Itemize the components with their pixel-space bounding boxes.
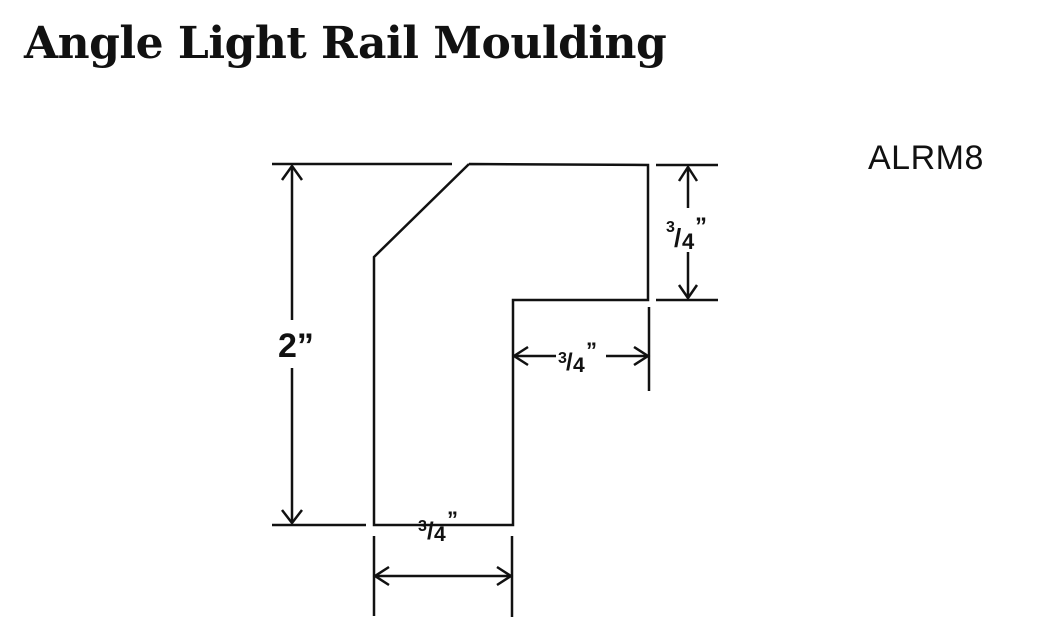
arrow-down-icon <box>677 284 699 301</box>
top-flange-height-label: 3 / 4 ” <box>666 213 707 254</box>
page-title: Angle Light Rail Moulding <box>24 18 667 69</box>
svg-text:3: 3 <box>666 219 675 236</box>
svg-text:/: / <box>427 518 434 545</box>
moulding-profile-outline <box>372 162 650 527</box>
overall-height-label: 2” <box>278 327 314 365</box>
arrow-left-icon <box>372 565 390 587</box>
svg-text:”: ” <box>447 507 458 532</box>
arrow-right-icon <box>496 565 514 587</box>
svg-text:/: / <box>674 223 681 253</box>
arrow-up-icon <box>280 163 304 181</box>
flange-depth-label: 3 / 4 ” <box>558 338 597 377</box>
product-code: ALRM8 <box>868 139 984 177</box>
arrow-up-icon <box>677 164 699 182</box>
svg-text:4: 4 <box>682 229 695 254</box>
svg-text:4: 4 <box>434 523 446 546</box>
arrow-down-icon <box>281 509 303 526</box>
svg-text:3: 3 <box>418 518 427 535</box>
arrow-left-icon <box>511 345 529 367</box>
svg-text:3: 3 <box>558 350 567 367</box>
svg-text:”: ” <box>695 213 707 240</box>
svg-text:”: ” <box>586 338 597 363</box>
base-width-label: 3 / 4 ” <box>418 507 458 546</box>
svg-text:4: 4 <box>573 354 585 377</box>
svg-text:/: / <box>566 349 573 376</box>
arrow-right-icon <box>633 345 651 367</box>
